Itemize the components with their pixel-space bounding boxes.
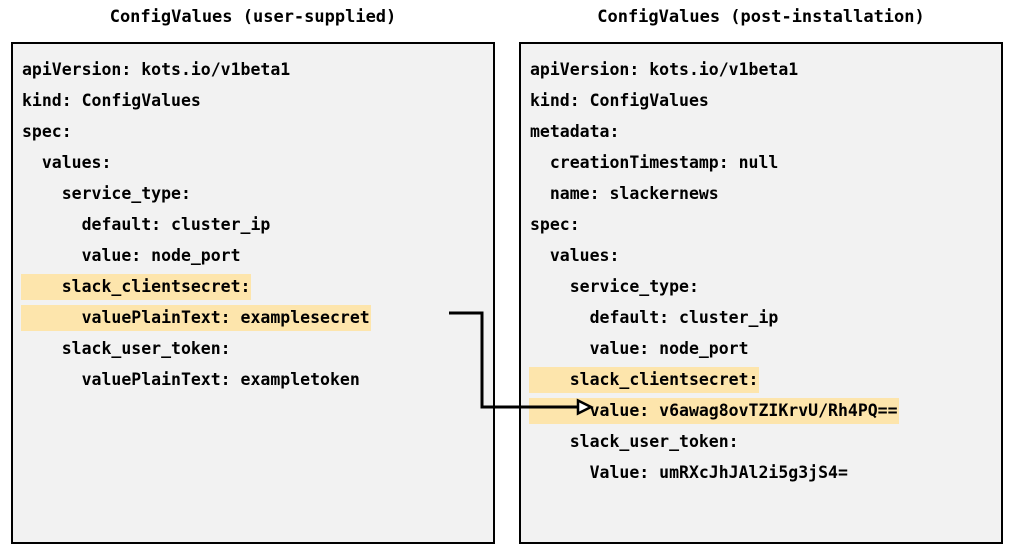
code-line: value: node_port [530, 333, 1001, 364]
code-line-text: slack_clientsecret: [22, 275, 251, 299]
code-line-text: value: v6awag8ovTZIKrvU/Rh4PQ== [530, 399, 898, 423]
code-line: name: slackernews [530, 178, 1001, 209]
code-line: value: node_port [22, 240, 493, 271]
code-line-text: apiVersion: kots.io/v1beta1 [22, 60, 291, 79]
code-line: default: cluster_ip [530, 302, 1001, 333]
code-line-text: spec: [22, 122, 72, 141]
code-line: slack_clientsecret: [22, 271, 493, 302]
code-line-text: slack_clientsecret: [530, 368, 759, 392]
code-line-text: default: cluster_ip [22, 215, 271, 234]
code-line-text: slack_user_token: [530, 432, 739, 451]
code-line-text: value: node_port [22, 246, 241, 265]
left-code-lines: apiVersion: kots.io/v1beta1 kind: ConfigV… [22, 54, 493, 395]
right-configvalues-box: apiVersion: kots.io/v1beta1 kind: ConfigV… [519, 42, 1003, 544]
code-line: spec: [530, 209, 1001, 240]
code-line-text: valuePlainText: exampletoken [22, 370, 360, 389]
code-line: creationTimestamp: null [530, 147, 1001, 178]
left-configvalues-box: apiVersion: kots.io/v1beta1 kind: ConfigV… [11, 42, 495, 544]
code-line: values: [530, 240, 1001, 271]
code-line: slack_clientsecret: [530, 364, 1001, 395]
code-line: metadata: [530, 116, 1001, 147]
code-line-text: slack_user_token: [22, 339, 231, 358]
code-line: Value: umRXcJhJAl2i5g3jS4= [530, 457, 1001, 488]
left-panel-title: ConfigValues (user-supplied) [109, 7, 397, 27]
code-line: values: [22, 147, 493, 178]
code-line-text: spec: [530, 215, 580, 234]
code-line-text: values: [530, 246, 620, 265]
code-line: valuePlainText: examplesecret [22, 302, 493, 333]
code-line-text: valuePlainText: examplesecret [22, 306, 370, 330]
code-line-text: Value: umRXcJhJAl2i5g3jS4= [530, 463, 848, 482]
code-line-text: default: cluster_ip [530, 308, 779, 327]
code-line-text: service_type: [530, 277, 699, 296]
code-line-text: name: slackernews [530, 184, 719, 203]
code-line: apiVersion: kots.io/v1beta1 [22, 54, 493, 85]
right-code-lines: apiVersion: kots.io/v1beta1 kind: ConfigV… [530, 54, 1001, 488]
code-line: kind: ConfigValues [530, 85, 1001, 116]
code-line: service_type: [22, 178, 493, 209]
code-line-text: value: node_port [530, 339, 749, 358]
code-line-text: apiVersion: kots.io/v1beta1 [530, 60, 799, 79]
code-line: value: v6awag8ovTZIKrvU/Rh4PQ== [530, 395, 1001, 426]
code-line-text: values: [22, 153, 112, 172]
code-line: default: cluster_ip [22, 209, 493, 240]
code-line: spec: [22, 116, 493, 147]
code-line: valuePlainText: exampletoken [22, 364, 493, 395]
code-line-text: service_type: [22, 184, 191, 203]
code-line-text: creationTimestamp: null [530, 153, 779, 172]
right-panel-title: ConfigValues (post-installation) [597, 7, 925, 27]
code-line-text: kind: ConfigValues [530, 91, 709, 110]
code-line: apiVersion: kots.io/v1beta1 [530, 54, 1001, 85]
code-line: service_type: [530, 271, 1001, 302]
code-line: kind: ConfigValues [22, 85, 493, 116]
code-line: slack_user_token: [530, 426, 1001, 457]
code-line-text: metadata: [530, 122, 620, 141]
code-line: slack_user_token: [22, 333, 493, 364]
code-line-text: kind: ConfigValues [22, 91, 201, 110]
